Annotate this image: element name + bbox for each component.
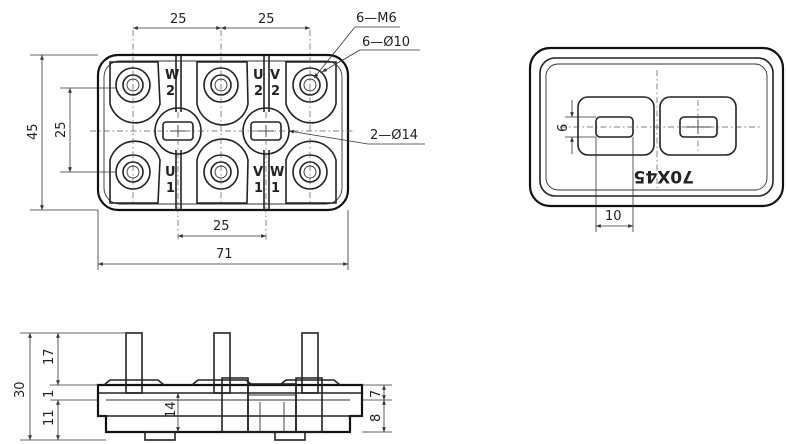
dim-right-lower: 8 [369, 414, 384, 422]
bottom-view: 70X45 6 10 [528, 46, 785, 232]
label-w2-num: 2 [166, 84, 175, 99]
label-v1-letter: V [253, 165, 263, 180]
bottom-slot-right-frame [659, 96, 737, 156]
dim-lower: 11 [42, 409, 57, 426]
dim-top-right: 25 [258, 12, 275, 27]
side-view: 30 17 11 1 14 7 8 [13, 332, 392, 441]
terminal-top-row [109, 61, 337, 126]
label-v2-num: 2 [271, 84, 280, 99]
top-view-centerlines [90, 30, 355, 240]
side-view-dimensions: 30 17 11 1 14 7 8 [13, 332, 392, 441]
top-view-outline [96, 53, 350, 212]
partition-lines [175, 55, 270, 210]
dim-width: 71 [216, 247, 233, 262]
dim-upper: 17 [42, 348, 57, 365]
dim-total: 30 [13, 381, 28, 398]
dim-slot-height: 6 [556, 124, 571, 132]
bottom-slot-right [679, 116, 718, 138]
dim-inner-height: 25 [54, 121, 69, 138]
dim-slot-width: 10 [605, 209, 622, 224]
terminal-bottom-row [109, 138, 337, 204]
bottom-view-inner-outline [539, 57, 774, 197]
terminal-labels: W 2 U 2 V 2 U 1 V 1 W 1 [165, 68, 284, 196]
dim-height: 45 [26, 123, 41, 140]
side-section [221, 377, 323, 433]
bottom-slot-left-frame [577, 96, 655, 156]
bottom-size-label: 70X45 [634, 166, 694, 186]
dim-top-left: 25 [170, 12, 187, 27]
label-u2-letter: U [253, 68, 264, 83]
top-view-callouts: 6—M6 6—Ø10 2—Ø14 [288, 11, 425, 145]
callout-thread: 6—M6 [356, 11, 397, 26]
dim-middle: 1 [42, 390, 57, 398]
bottom-view-outline [528, 46, 785, 208]
label-v2-letter: V [270, 68, 280, 83]
callout-hole14: 2—Ø14 [370, 128, 418, 143]
top-view: W 2 U 2 V 2 U 1 V 1 W 1 25 25 45 25 [26, 11, 425, 270]
label-w1-letter: W [270, 165, 284, 180]
dim-right-upper: 7 [369, 390, 384, 398]
label-u1-letter: U [165, 165, 176, 180]
label-u1-num: 1 [166, 181, 175, 196]
dim-bottom-spacing: 25 [213, 219, 230, 234]
label-v1-num: 1 [254, 181, 263, 196]
label-w2-letter: W [165, 68, 179, 83]
label-w1-num: 1 [271, 181, 280, 196]
label-u2-num: 2 [254, 84, 263, 99]
callout-hole10: 6—Ø10 [362, 35, 410, 50]
top-view-inner-outline [103, 60, 343, 205]
top-view-dimensions: 25 25 45 25 25 71 [26, 12, 349, 270]
dim-section: 14 [164, 401, 179, 418]
